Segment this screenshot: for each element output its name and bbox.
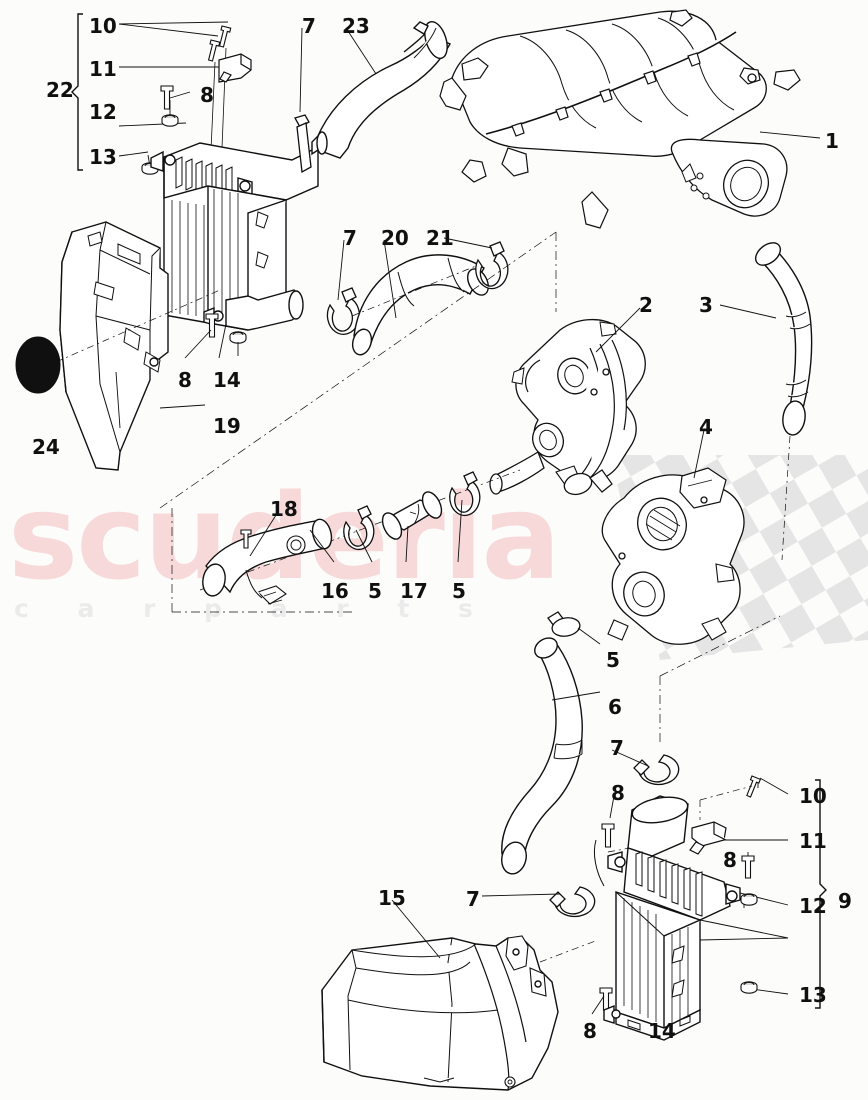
callout-18: 18 — [270, 497, 298, 521]
callout-14-b: 14 — [648, 1019, 676, 1043]
sensor-11-right — [689, 821, 727, 855]
intake-manifold-1 — [439, 9, 801, 229]
callout-7-b: 7 — [343, 226, 357, 250]
callout-13-a: 13 — [89, 145, 117, 169]
air-guide-15 — [321, 935, 559, 1091]
callout-8-e: 8 — [583, 1019, 597, 1043]
clamp-7-top — [294, 114, 312, 174]
nut-14-left — [229, 331, 247, 344]
callout-1: 1 — [825, 129, 839, 153]
callout-14-a: 14 — [213, 368, 241, 392]
hose-23 — [311, 20, 451, 159]
callout-8-d: 8 — [723, 848, 737, 872]
clamp-5-b — [449, 471, 481, 517]
callout-12-b: 12 — [799, 894, 827, 918]
callout-10-a: 10 — [89, 14, 117, 38]
assembly-boundary-mid — [171, 508, 352, 613]
callout-2: 2 — [639, 293, 653, 317]
pipe-16 — [202, 518, 333, 605]
assembly-boundary-upper — [159, 231, 557, 509]
bolt-8-right-left — [601, 823, 615, 848]
washer-13-right — [740, 981, 758, 994]
bolt-8-top — [160, 85, 174, 110]
callout-13-b: 13 — [799, 983, 827, 1007]
washer-12-top — [161, 114, 179, 127]
hose-20 — [351, 254, 490, 356]
callout-8-c: 8 — [611, 781, 625, 805]
callout-24: 24 — [32, 435, 60, 459]
callout-15: 15 — [378, 886, 406, 910]
leader-1 — [759, 131, 821, 139]
bracket-22 — [71, 13, 83, 171]
callout-7-c: 7 — [610, 736, 624, 760]
sleeve-17 — [381, 491, 443, 540]
callout-19: 19 — [213, 414, 241, 438]
hose-3 — [754, 242, 813, 436]
callout-20: 20 — [381, 226, 409, 250]
callout-4: 4 — [699, 415, 713, 439]
intercooler-left-22 — [150, 142, 319, 331]
turbocharger-4 — [589, 467, 745, 645]
callout-23: 23 — [342, 14, 370, 38]
callout-8-b: 8 — [178, 368, 192, 392]
callout-16: 16 — [321, 579, 349, 603]
clamp-5-a — [343, 505, 375, 551]
sensor-11 — [218, 53, 252, 83]
callout-11-b: 11 — [799, 829, 827, 853]
callout-10-b: 10 — [799, 784, 827, 808]
clamp-5-c — [547, 611, 581, 637]
washer-12-right — [740, 893, 758, 906]
callout-21: 21 — [426, 226, 454, 250]
clamp-21 — [475, 241, 509, 290]
clamp-7-lowmid — [633, 754, 680, 786]
callout-9: 9 — [838, 889, 852, 913]
bolt-8-right-upper — [741, 855, 755, 879]
hose-6 — [501, 637, 583, 875]
callout-5-b: 5 — [452, 579, 466, 603]
turbocharger-2 — [489, 319, 646, 496]
callout-5-c: 5 — [606, 648, 620, 672]
intercooler-right-9 — [603, 795, 741, 1041]
bolt-10-b — [205, 39, 221, 63]
hose-stub-right — [593, 839, 605, 887]
callout-5-a: 5 — [368, 579, 382, 603]
callout-6: 6 — [608, 695, 622, 719]
grommet-24 — [15, 336, 61, 394]
callout-22: 22 — [46, 78, 74, 102]
callout-12-a: 12 — [89, 100, 117, 124]
bolt-18 — [240, 529, 252, 549]
air-guide-19 — [59, 221, 169, 471]
callout-17: 17 — [400, 579, 428, 603]
callout-11-a: 11 — [89, 57, 117, 81]
bracket-9 — [815, 779, 827, 1009]
clamp-7-mid — [326, 287, 361, 335]
callout-7-a: 7 — [302, 14, 316, 38]
clamp-7-bottom — [549, 886, 596, 918]
callout-3: 3 — [699, 293, 713, 317]
callout-8-a: 8 — [200, 83, 214, 107]
assembly-boundary-lower — [659, 615, 781, 744]
bolt-8-left — [205, 313, 219, 338]
callout-7-d: 7 — [466, 887, 480, 911]
